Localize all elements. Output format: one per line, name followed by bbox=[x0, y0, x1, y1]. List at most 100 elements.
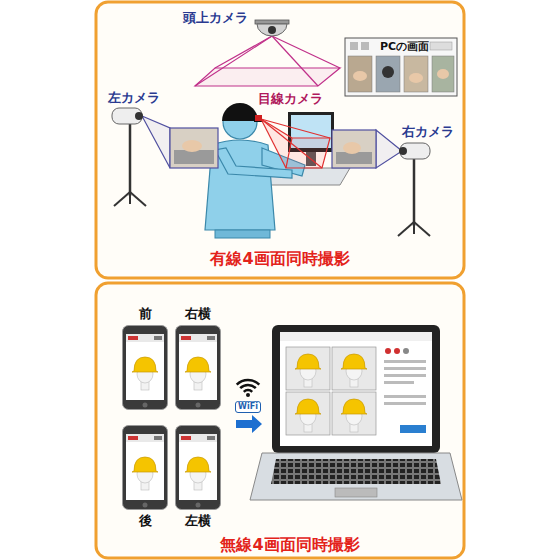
right-camera-part bbox=[400, 143, 430, 159]
eye-camera-part bbox=[261, 119, 286, 168]
laptop-part bbox=[384, 367, 426, 370]
laptop-part bbox=[384, 402, 426, 405]
camera-label: 頭上カメラ bbox=[183, 10, 248, 26]
wifi-icon bbox=[236, 380, 262, 433]
laptop-part bbox=[384, 395, 426, 398]
right-camera-part bbox=[414, 222, 430, 236]
overhead-camera-part bbox=[272, 36, 318, 86]
pc-screen-capture-part bbox=[382, 66, 394, 78]
pc-screen-capture-part bbox=[432, 56, 454, 92]
laptop-part bbox=[332, 392, 376, 435]
laptop-part bbox=[271, 459, 441, 484]
laptop-part bbox=[295, 399, 321, 432]
pc-screen-capture-part bbox=[361, 42, 369, 50]
laptop-part bbox=[341, 399, 367, 432]
eye-camera-part bbox=[286, 138, 330, 168]
pc-screen-capture-part bbox=[353, 71, 367, 81]
pc-screen-capture-part bbox=[350, 42, 358, 50]
right-camera bbox=[332, 130, 430, 236]
top-panel bbox=[96, 2, 464, 278]
pc-screen-capture-part bbox=[409, 73, 423, 83]
panel-caption: 無線4画面同時撮影 bbox=[220, 535, 359, 554]
eye-camera-part bbox=[255, 115, 262, 121]
pc-screen-capture-part bbox=[345, 38, 457, 96]
smartphones-part bbox=[176, 426, 221, 510]
smartphones bbox=[123, 326, 221, 510]
overhead-camera-part bbox=[195, 68, 340, 86]
panel-caption: 有線4画面同時撮影 bbox=[210, 249, 349, 268]
overhead-camera-part bbox=[255, 20, 289, 24]
pc-screen-capture-part bbox=[348, 56, 372, 92]
operator-figure-part bbox=[215, 230, 270, 238]
pc-screen-capture-part bbox=[404, 56, 428, 92]
top-panel-part bbox=[96, 2, 464, 278]
screen-label: PCの画面 bbox=[380, 40, 429, 53]
laptop-part bbox=[335, 488, 377, 497]
view-label: 左横 bbox=[185, 513, 211, 529]
smartphones-part bbox=[123, 426, 168, 510]
laptop-part bbox=[286, 392, 330, 435]
laptop-part bbox=[384, 381, 414, 384]
bottom-panel bbox=[96, 283, 464, 558]
wifi-icon-part bbox=[236, 415, 262, 433]
left-camera-part bbox=[142, 116, 170, 168]
laptop-part bbox=[286, 347, 330, 390]
camera-label: 目線カメラ bbox=[258, 91, 323, 107]
laptop-part bbox=[280, 332, 432, 341]
right-camera-part bbox=[413, 159, 416, 226]
pc-screen-capture-part bbox=[437, 69, 449, 79]
laptop-part bbox=[403, 348, 409, 354]
laptop-part bbox=[384, 374, 426, 377]
left-camera bbox=[112, 108, 218, 206]
laptop-part bbox=[250, 453, 462, 500]
laptop-part bbox=[400, 425, 426, 433]
operator-figure-part bbox=[222, 103, 258, 121]
wifi-logo-text: WiFi bbox=[235, 401, 261, 413]
smartphones-part bbox=[123, 326, 168, 410]
left-camera-part bbox=[114, 192, 130, 206]
laptop-part bbox=[385, 348, 391, 354]
laptop-part bbox=[295, 354, 321, 387]
laptop-part bbox=[280, 332, 432, 446]
left-camera-part bbox=[182, 140, 202, 152]
operator-figure bbox=[205, 103, 305, 238]
right-camera-part bbox=[413, 222, 415, 234]
overhead-camera-part bbox=[215, 36, 272, 68]
left-camera-part bbox=[135, 112, 143, 120]
left-camera-part bbox=[129, 124, 132, 196]
view-label: 前 bbox=[139, 306, 152, 322]
eye-camera-part bbox=[261, 119, 330, 138]
laptop-part bbox=[394, 348, 400, 354]
left-camera-part bbox=[170, 128, 218, 168]
overhead-camera-part bbox=[257, 24, 287, 36]
laptop-part bbox=[341, 354, 367, 387]
laptop bbox=[250, 325, 462, 500]
right-camera-part bbox=[343, 142, 361, 154]
laptop-part bbox=[272, 325, 440, 453]
wifi-icon-part bbox=[246, 393, 250, 397]
smartphones-part bbox=[176, 326, 221, 410]
camera-label: 右カメラ bbox=[402, 124, 454, 140]
view-label: 後 bbox=[139, 513, 152, 529]
left-camera-part bbox=[174, 150, 214, 164]
pc-screen-capture-part bbox=[376, 56, 400, 92]
wifi-icon-part bbox=[244, 390, 252, 392]
bottom-panel-part bbox=[96, 283, 464, 558]
right-camera-part bbox=[332, 130, 376, 168]
right-camera-part bbox=[399, 147, 407, 155]
left-camera-part bbox=[129, 192, 131, 204]
overhead-camera-part bbox=[272, 36, 340, 68]
wifi-icon-part bbox=[237, 380, 260, 385]
overhead-camera-part bbox=[195, 36, 272, 86]
view-label: 右横 bbox=[185, 306, 211, 322]
eye-camera-part bbox=[261, 119, 330, 168]
pc-screen-capture-part bbox=[430, 42, 452, 50]
laptop-part bbox=[384, 360, 426, 363]
eye-camera bbox=[255, 115, 330, 168]
pc-screen-capture bbox=[345, 38, 457, 96]
wifi-icon-part bbox=[240, 385, 256, 388]
right-camera-part bbox=[376, 130, 402, 168]
left-camera-part bbox=[130, 192, 146, 206]
